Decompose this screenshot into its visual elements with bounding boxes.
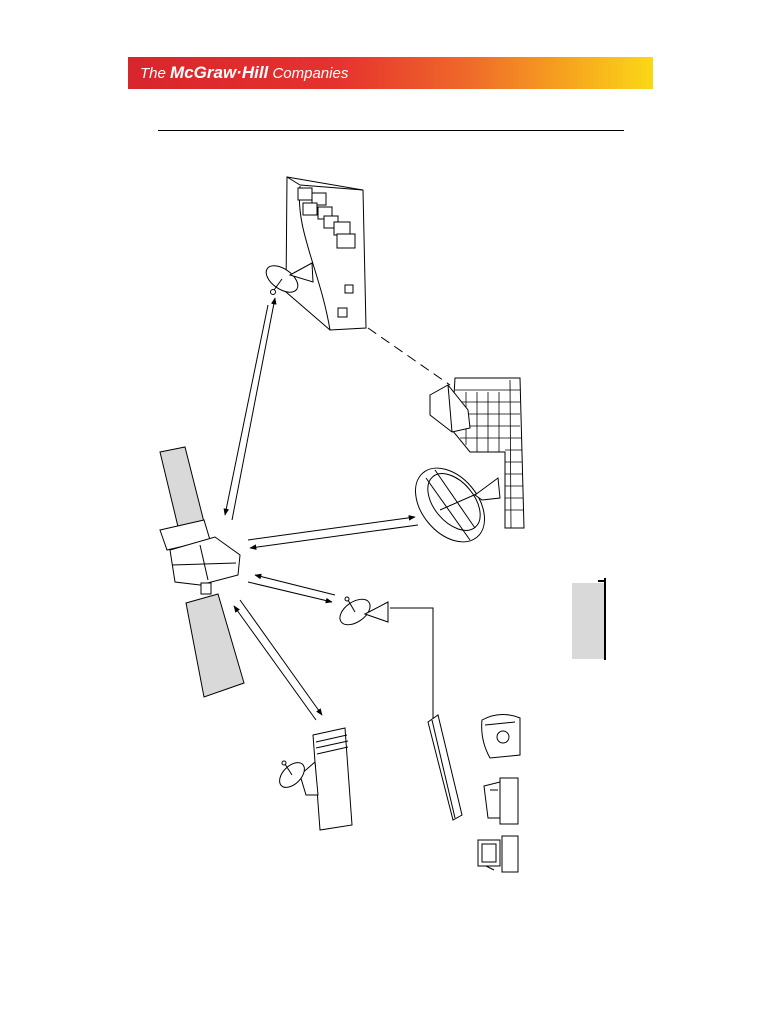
terminal-equipment <box>427 714 521 873</box>
server-icon <box>427 714 463 821</box>
earth-station-building-icon <box>415 377 525 543</box>
connection-links <box>223 297 451 721</box>
telephone-icon <box>481 714 521 759</box>
link-arrow-right-2 <box>249 524 419 550</box>
logo-name: McGraw·Hill <box>170 63 269 82</box>
satellite-body <box>169 536 241 586</box>
link-arrow-mid-2 <box>254 573 336 596</box>
satellite-bottom-solar-panel <box>185 593 245 698</box>
uplink-arrow-top-1 <box>231 297 277 521</box>
receiving-station-icon <box>279 727 353 831</box>
header-rule <box>158 130 624 131</box>
headquarters-building-icon <box>265 176 367 331</box>
page-thumb-tab-line <box>604 578 606 660</box>
publisher-banner: The McGraw·Hill Companies <box>128 57 653 89</box>
building-window-grid <box>455 379 523 529</box>
large-dish-icon <box>415 467 501 543</box>
terrestrial-dashed-link <box>367 327 451 386</box>
page-thumb-tab-tick <box>598 580 606 582</box>
fax-machine-icon <box>483 777 519 825</box>
dish-to-server-cable <box>390 607 434 718</box>
link-arrow-right-1 <box>247 515 416 541</box>
logo-prefix: The <box>140 65 166 82</box>
satellite-icon <box>159 446 245 698</box>
downlink-arrow-1 <box>239 599 323 716</box>
top-dish-icon <box>265 262 314 295</box>
publisher-logo: The McGraw·Hill Companies <box>140 63 348 83</box>
small-dish-icon <box>339 596 389 626</box>
logo-suffix: Companies <box>272 65 349 82</box>
uplink-arrow-top-2 <box>223 304 269 516</box>
link-arrow-mid-1 <box>247 581 333 604</box>
computer-icon <box>477 835 519 873</box>
downlink-arrow-2 <box>233 605 317 721</box>
page-thumb-tab <box>572 583 606 659</box>
